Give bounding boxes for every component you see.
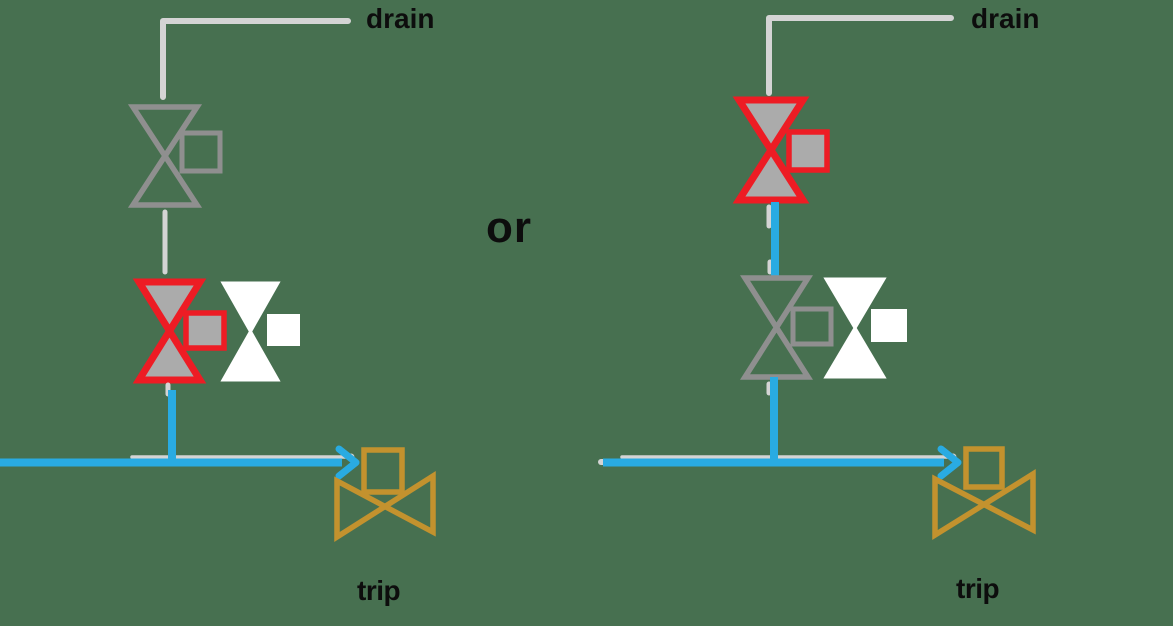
right-lower-valve-actuator-square [790,306,834,347]
right-diagram [598,15,1036,540]
right-trip-valve-label: trip valve [956,531,1024,626]
left-drain-pipe [160,18,351,100]
left-diagram [0,18,436,543]
right-white-valve-icon [823,277,887,379]
left-lower-valve-red-icon [132,278,207,384]
right-trip-valve-icon [932,469,1036,540]
or-label: or [486,203,532,252]
right-flow-arrow-icon [937,445,962,480]
left-white-valve-actuator-square [267,314,300,346]
left-white-valve-icon [220,281,281,382]
right-drain-label: drain [971,3,1040,34]
left-upper-valve-gray-icon [127,104,203,208]
right-upper-valve-actuator-square [786,129,830,173]
left-lower-valve-actuator-square [183,310,227,351]
right-trip-valve-actuator-square [963,446,1005,490]
left-trip-valve-actuator-square [361,447,405,495]
right-lower-valve-gray-icon [739,275,814,380]
right-upper-valve-red-icon [732,96,810,204]
left-flow-arrow-icon [335,445,360,480]
left-trip-valve-label-line1: trip [357,575,401,606]
left-upper-valve-actuator-square [179,130,223,174]
right-trip-valve-label-line1: trip [956,573,1000,604]
right-white-valve-actuator-square [871,309,907,342]
left-trip-valve-icon [334,470,436,543]
left-trip-valve-label: trip valve [357,533,425,626]
right-drain-pipe [766,15,954,96]
left-drain-label: drain [366,3,435,34]
